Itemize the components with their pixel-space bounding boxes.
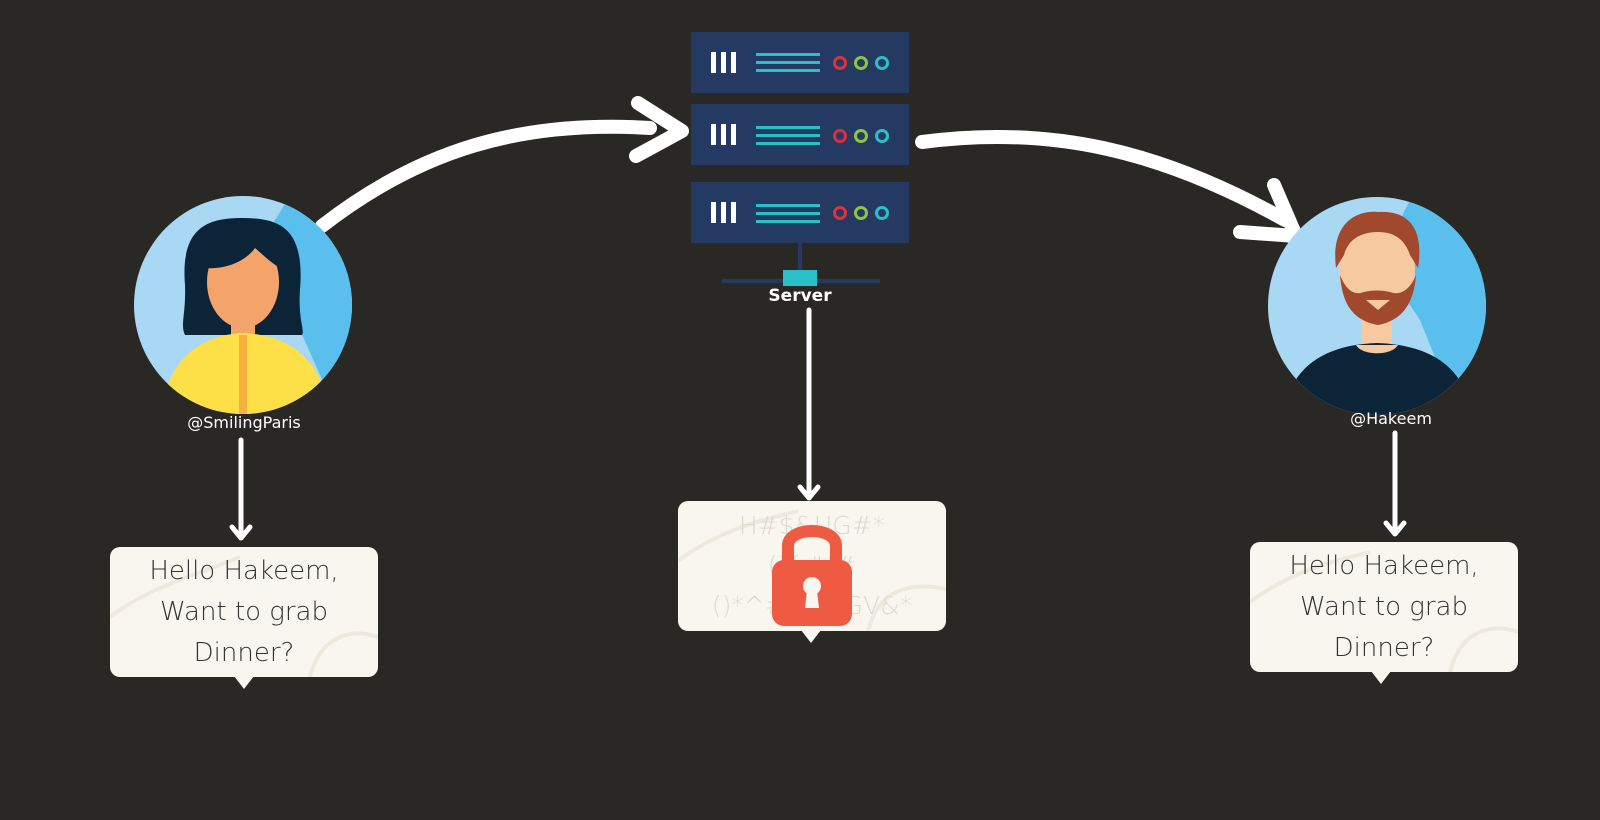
arrow-server-to-bubble: [797, 307, 821, 501]
bubble-tail: [1371, 671, 1391, 684]
receiver-username: @Hakeem: [1350, 409, 1432, 428]
arrow-sender-to-bubble: [229, 437, 253, 541]
server-label: Server: [768, 286, 832, 306]
bubble-decoration: [678, 509, 946, 631]
arrow-server-to-receiver: [915, 129, 1303, 243]
server-icon: [691, 32, 909, 286]
sender-message-bubble: Hello Hakeem, Want to grab Dinner?: [110, 547, 378, 689]
sender-message-text: Hello Hakeem, Want to grab Dinner?: [149, 555, 339, 668]
receiver-message-text: Hello Hakeem, Want to grab Dinner?: [1289, 550, 1479, 663]
sender-avatar: [134, 196, 352, 414]
sender-username: @SmilingParis: [187, 413, 301, 432]
network-connector: [722, 243, 880, 286]
arrow-receiver-to-bubble: [1383, 430, 1407, 537]
bubble-decoration: [110, 555, 378, 677]
lock-icon: [772, 525, 852, 626]
receiver-avatar: [1268, 197, 1486, 415]
bubble-decoration: [1250, 550, 1518, 672]
bubble-tail: [234, 676, 254, 689]
server-unit: [691, 32, 909, 93]
arrow-sender-to-server: [315, 96, 689, 233]
server-unit: [691, 182, 909, 243]
server-unit: [691, 104, 909, 165]
bubble-tail: [801, 630, 821, 643]
receiver-message-bubble: Hello Hakeem, Want to grab Dinner?: [1250, 542, 1518, 684]
